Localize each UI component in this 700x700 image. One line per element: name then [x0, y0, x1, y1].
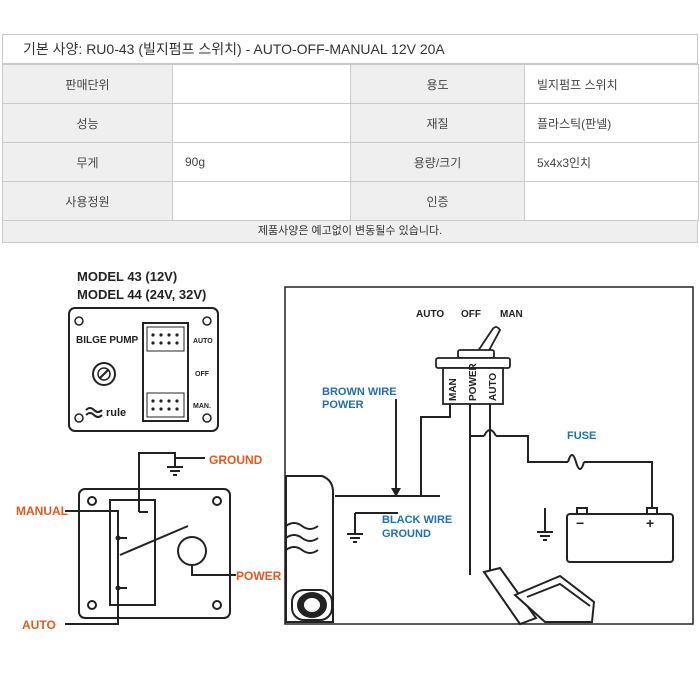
wiring-diagram: MODEL 43 (12V) MODEL 44 (24V, 32V) BILGE… [16, 269, 694, 632]
label-black-wire-2: GROUND [382, 528, 431, 540]
switch-pos-auto: AUTO [416, 309, 444, 320]
table-row: 판매단위 용도 빌지펌프 스위치 [2, 64, 699, 104]
rule-logo-icon: rule [85, 407, 126, 419]
screw-icon [74, 413, 84, 423]
battery-minus: − [576, 515, 584, 531]
spec-label: 용도 [350, 64, 525, 104]
battery-plus: + [646, 515, 654, 531]
back-wiring [65, 452, 236, 625]
spec-label: 무게 [2, 142, 173, 182]
spec-label: 성능 [2, 103, 173, 143]
spec-label: 판매단위 [2, 64, 173, 104]
spec-label: 사용정원 [2, 181, 173, 221]
terminal-auto: AUTO [488, 373, 499, 401]
terminal-power: POWER [468, 362, 479, 401]
panel-pos-auto: AUTO [193, 338, 213, 345]
label-brown-wire-2: POWER [322, 399, 364, 411]
switch-panel: BILGE PUMP AUTO OFF MAN. rule [68, 307, 219, 432]
label-power: POWER [236, 569, 282, 583]
label-brown-wire-1: BROWN WIRE [322, 386, 397, 398]
spec-value [172, 181, 351, 221]
spec-value: 90g [172, 142, 351, 182]
panel-pos-off: OFF [195, 371, 210, 378]
panel-label: BILGE PUMP [76, 335, 139, 346]
spec-value: 5x4x3인치 [524, 142, 699, 182]
spec-title: 기본 사양: RU0-43 (빌지펌프 스위치) - AUTO-OFF-MANU… [2, 34, 698, 64]
spec-value [172, 103, 351, 143]
screw-icon [202, 413, 212, 423]
label-ground: GROUND [209, 453, 263, 467]
terminal-man: MAN [448, 378, 459, 401]
model-line-1: MODEL 43 (12V) [77, 269, 177, 284]
system-wires [335, 399, 653, 575]
spec-label: 재질 [350, 103, 525, 143]
table-row: 사용정원 인증 [2, 181, 699, 221]
panel-pos-man: MAN. [193, 403, 211, 410]
spec-table: 판매단위 용도 빌지펌프 스위치 성능 재질 플라스틱(판넬) 무게 90g 용… [2, 64, 699, 221]
label-fuse: FUSE [567, 430, 596, 442]
switch-pos-man: MAN [500, 309, 523, 320]
spec-note: 제품사양은 예고없이 변동될수 있습니다. [2, 220, 698, 243]
model-line-2: MODEL 44 (24V, 32V) [77, 287, 206, 302]
float-switch-icon [482, 566, 596, 626]
brand-name: rule [106, 407, 126, 419]
spec-value [524, 181, 699, 221]
table-row: 무게 90g 용량/크기 5x4x3인치 [2, 142, 699, 182]
spec-value: 플라스틱(판넬) [524, 103, 699, 143]
spec-value: 빌지펌프 스위치 [524, 64, 699, 104]
table-row: 성능 재질 플라스틱(판넬) [2, 103, 699, 143]
spec-label: 용량/크기 [350, 142, 525, 182]
battery-icon [566, 507, 674, 563]
spec-value [172, 64, 351, 104]
label-black-wire-1: BLACK WIRE [382, 514, 452, 526]
screw-icon [74, 316, 84, 326]
label-manual: MANUAL [16, 504, 68, 518]
bilge-pump-icon [285, 475, 334, 623]
label-auto: AUTO [22, 618, 56, 632]
spec-label: 인증 [350, 181, 525, 221]
screw-icon [202, 316, 212, 326]
toggle-switch-icon [435, 326, 511, 405]
switch-pos-off: OFF [461, 309, 481, 320]
